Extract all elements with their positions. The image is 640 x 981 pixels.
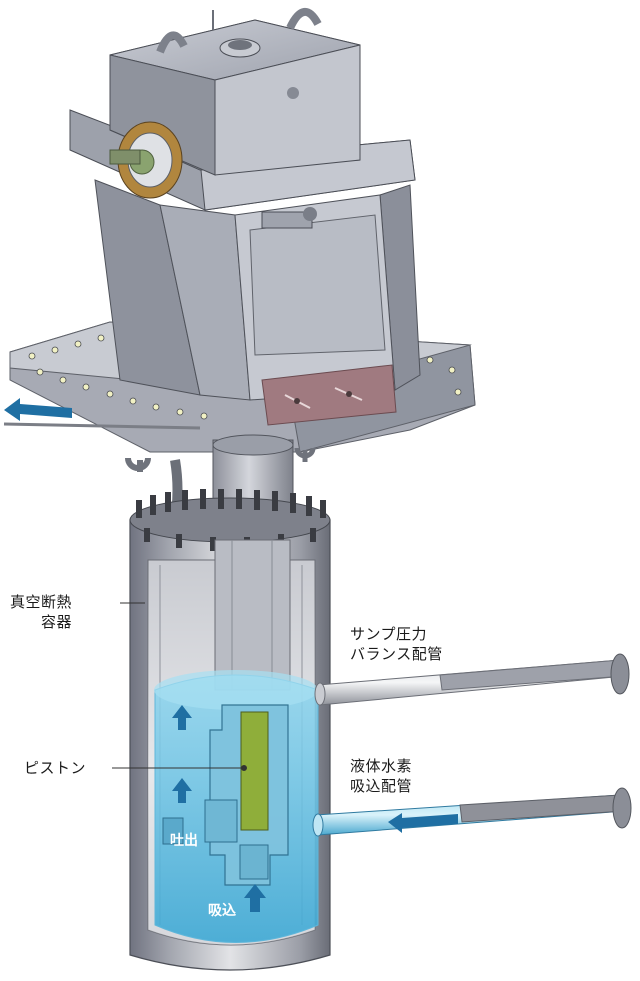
leader-lines [112, 602, 247, 771]
piston-label: ピストン [24, 759, 87, 777]
discharge-outlet [3, 398, 201, 430]
sump-pipe-label: サンプ圧力 バランス配管 [350, 624, 443, 664]
lh2-pipe-label: 液体水素 吸込配管 [350, 756, 412, 796]
pump-cylinder [162, 704, 289, 886]
vacuum-vessel-label: 真空断熱 容器 [10, 592, 72, 632]
sump-pipe-label-line2: バランス配管 [350, 645, 443, 663]
sump-pipe-label-line1: サンプ圧力 [350, 625, 428, 643]
suction-label: 吸込 [208, 903, 236, 919]
lh2-pipe-label-line1: 液体水素 [350, 757, 413, 775]
outlet-arrow-icon [4, 398, 72, 421]
lh2-pipe-label-line2: 吸込配管 [350, 777, 413, 795]
plate-bolts [28, 334, 462, 420]
up-arrow-icon [172, 705, 192, 730]
vacuum-vessel-label-line2: 容器 [41, 613, 73, 631]
inflow-arrow-icon [388, 813, 458, 833]
sump-balance-pipe [314, 653, 630, 706]
lh2-suction-pipe [312, 787, 632, 837]
up-arrow-icon [244, 884, 266, 912]
flow-arrows [172, 705, 266, 912]
crank-housing [9, 8, 476, 453]
piston [240, 711, 269, 831]
flange-studs [136, 489, 326, 551]
crosshead-window [261, 364, 397, 426]
vacuum-vessel-label-line1: 真空断熱 [10, 593, 73, 611]
discharge-label: 吐出 [170, 833, 198, 849]
up-arrow-icon [172, 778, 192, 803]
